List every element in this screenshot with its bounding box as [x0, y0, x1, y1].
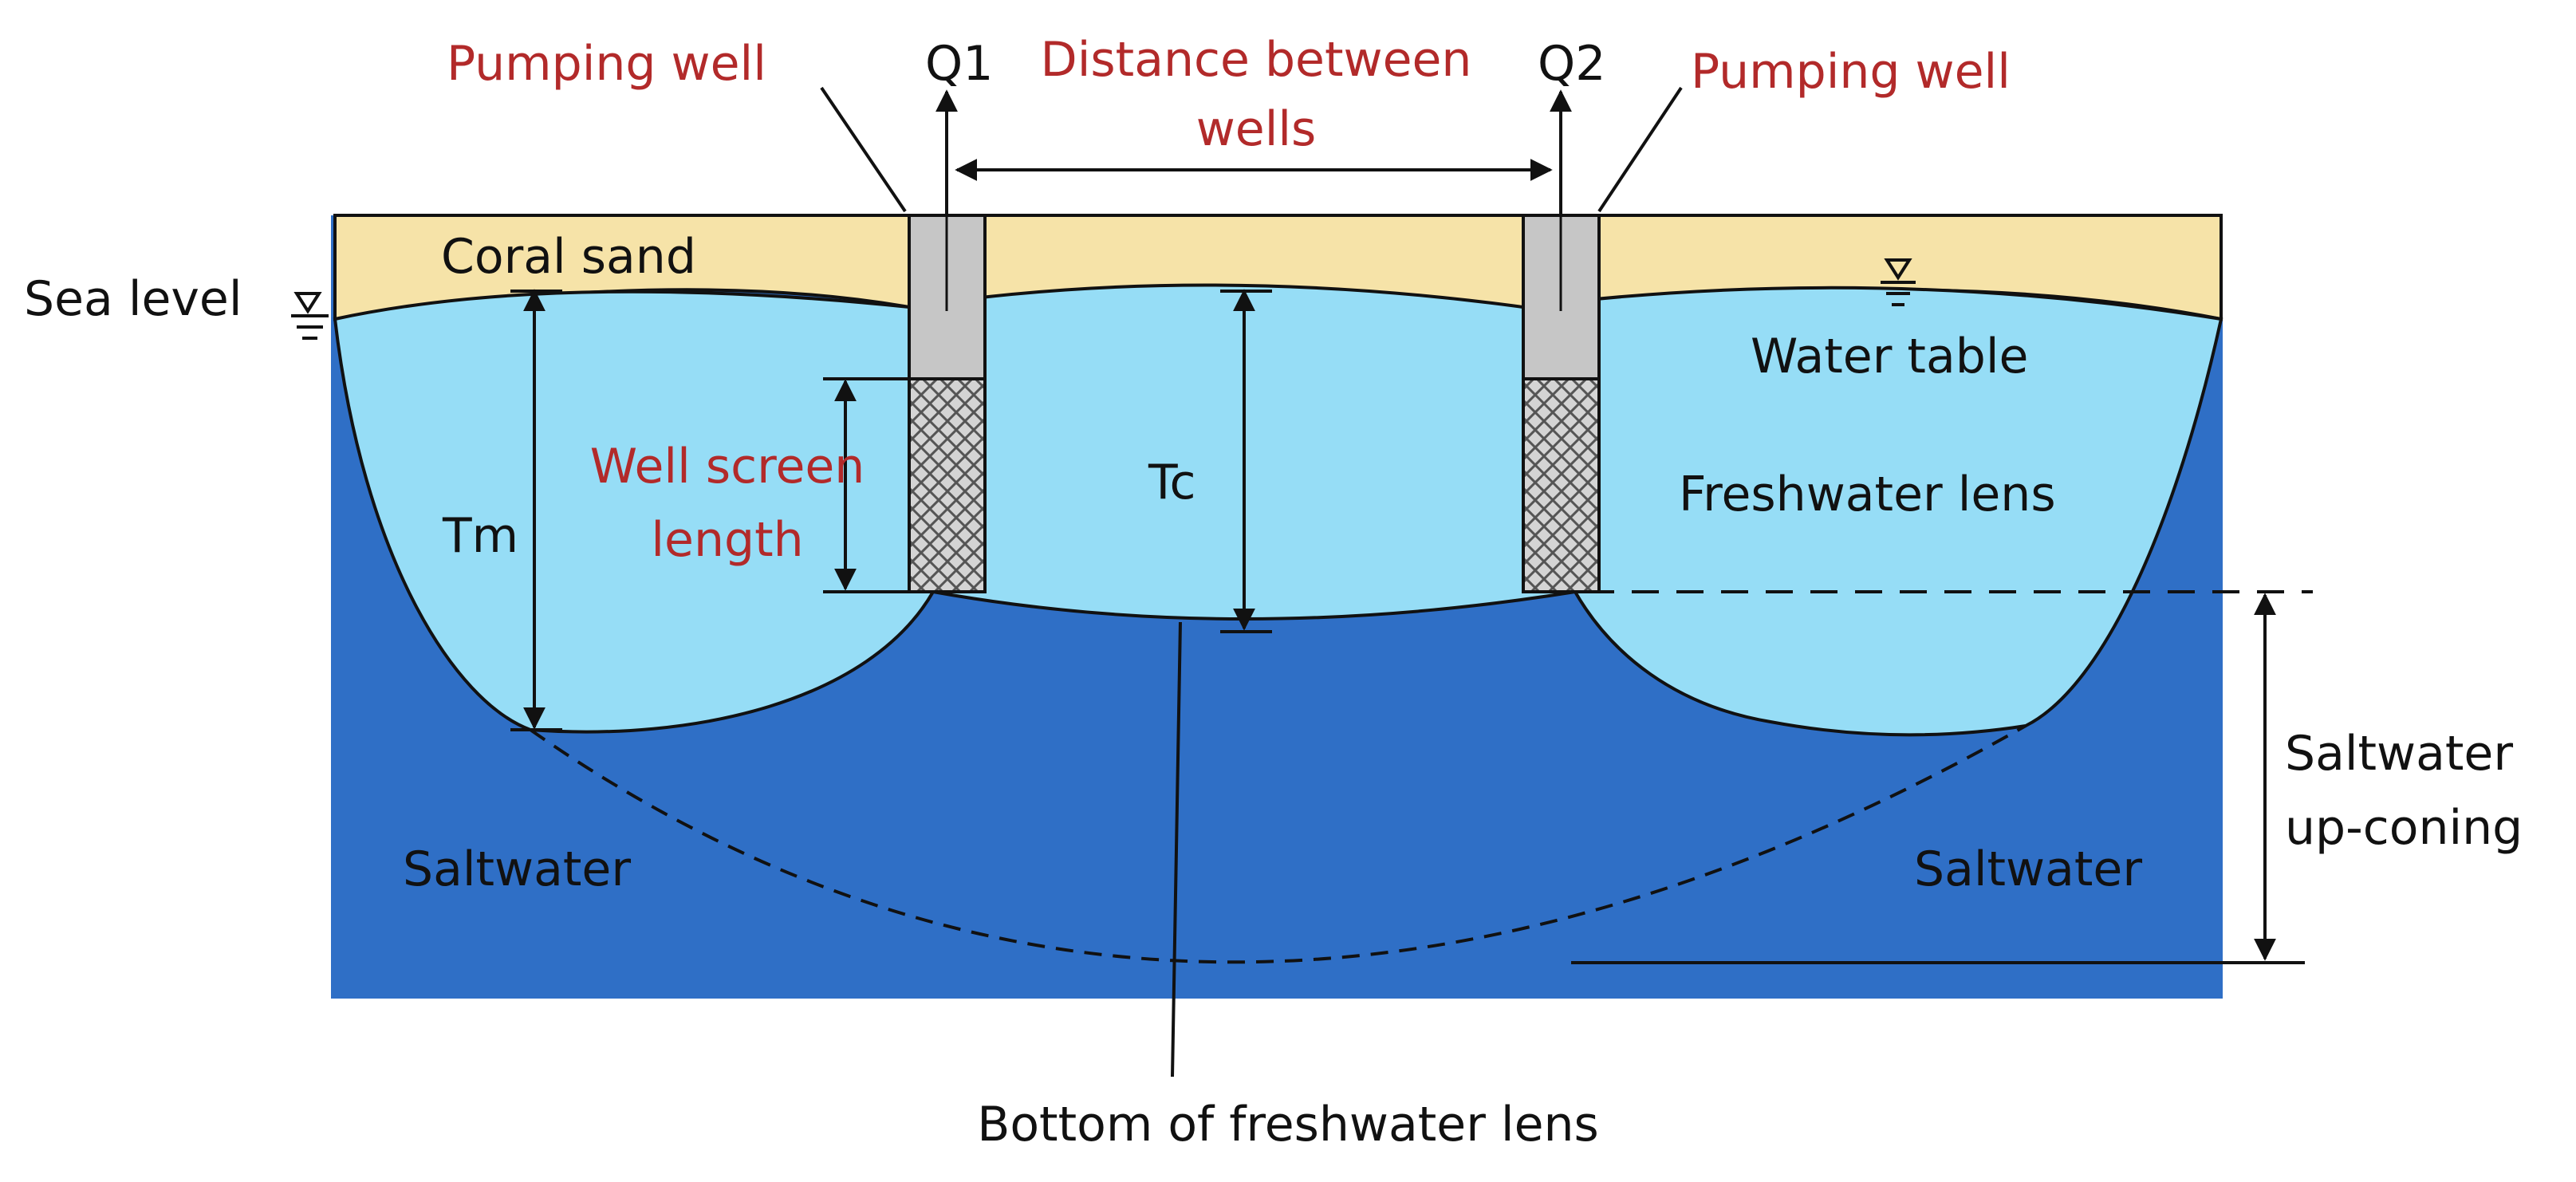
freshwater-lens-label: Freshwater lens: [1679, 467, 2056, 522]
saltwater-right-label: Saltwater: [1914, 841, 2142, 897]
pumping-well-right-label: Pumping well: [1691, 44, 2011, 100]
q1-label: Q1: [925, 36, 993, 92]
water-table-symbol: [1881, 258, 1916, 306]
bottom-lens-label: Bottom of freshwater lens: [977, 1097, 1599, 1152]
right-well-screen: [1522, 377, 1601, 593]
tc-label: Tc: [1148, 455, 1195, 510]
sea-level-symbol: [291, 292, 329, 340]
distance-label-line2: wells: [1196, 101, 1317, 157]
sea-level-label: Sea level: [24, 271, 242, 327]
pumping-well-right-leader: [1597, 86, 1683, 213]
distance-label-line1: Distance between: [1041, 32, 1472, 88]
tm-label: Tm: [442, 508, 518, 564]
well-screen-label-line2: length: [651, 512, 803, 568]
water-table-label: Water table: [1751, 329, 2028, 384]
pumping-well-left-label: Pumping well: [447, 36, 766, 92]
saltwater-left-label: Saltwater: [403, 841, 631, 897]
upconing-label-line2: up-coning: [2285, 800, 2523, 856]
q2-label: Q2: [1538, 36, 1605, 92]
pumping-well-left-leader: [820, 86, 907, 213]
original-lens-bottom-dashed: [529, 724, 2027, 964]
freshwater-lens: [333, 283, 2223, 737]
well-screen-label-line1: Well screen: [590, 439, 865, 494]
left-well-screen: [908, 377, 987, 593]
upconing-label-line1: Saltwater: [2285, 726, 2513, 782]
bottom-lens-leader: [1171, 621, 1182, 1078]
coral-sand-label: Coral sand: [441, 229, 696, 285]
